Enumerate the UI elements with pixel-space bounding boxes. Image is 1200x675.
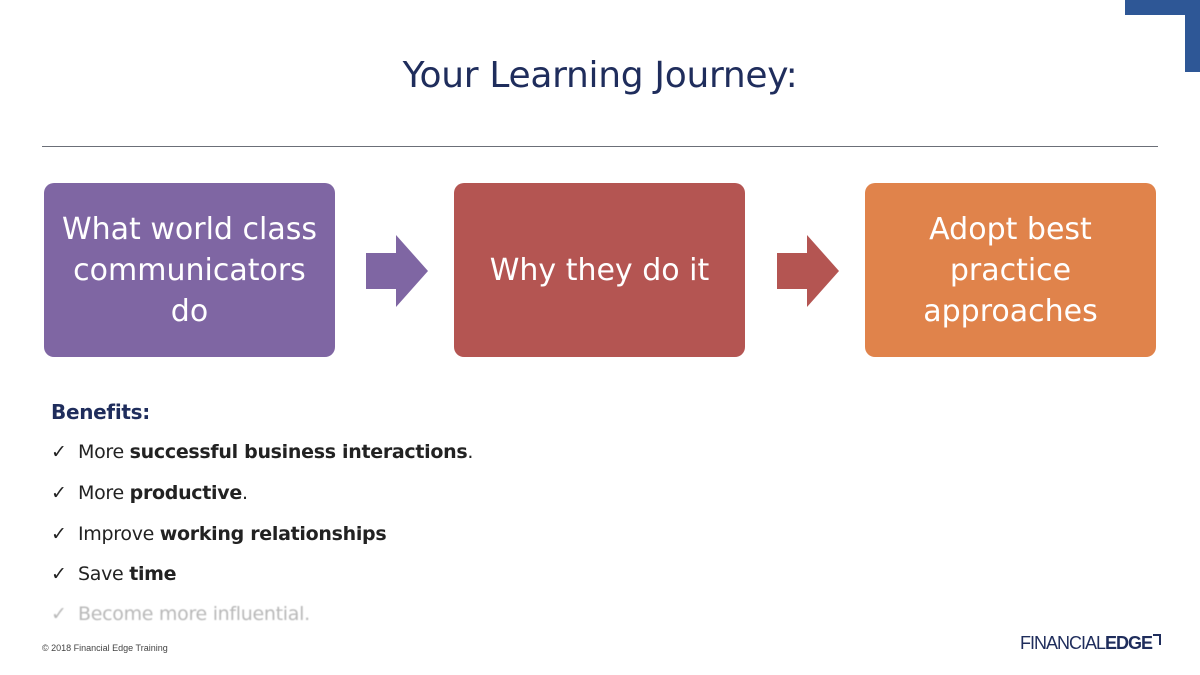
- step-1-line-1: What world class: [62, 211, 317, 247]
- benefit-text: Save: [78, 563, 130, 585]
- benefit-text: Improve: [78, 523, 160, 545]
- benefit-emphasis: successful business interactions: [129, 441, 468, 463]
- step-box-what: What world class communicators do: [44, 183, 335, 357]
- benefit-text: Become more influential.: [78, 603, 310, 625]
- benefits-heading: Benefits:: [51, 400, 150, 424]
- check-icon: ✓: [51, 482, 67, 504]
- benefit-emphasis: working relationships: [159, 523, 387, 545]
- step-3-line-1: Adopt best: [929, 211, 1092, 247]
- check-icon: ✓: [51, 523, 67, 545]
- step-3-line-2: practice: [949, 252, 1072, 288]
- arrow-right-icon: [777, 235, 839, 307]
- step-1-line-3: do: [170, 293, 209, 329]
- logo-text-bold: EDGE: [1105, 633, 1153, 653]
- title-divider: [42, 146, 1158, 147]
- benefit-emphasis: time: [129, 563, 177, 585]
- benefit-item: ✓ Save time: [51, 563, 177, 589]
- benefit-item: ✓ Improve working relationships: [51, 523, 387, 549]
- arrow-right-icon: [366, 235, 428, 307]
- financial-edge-logo: FINANCIALEDGE: [1020, 633, 1162, 654]
- copyright-notice: © 2018 Financial Edge Training: [42, 643, 168, 653]
- benefit-suffix: .: [467, 441, 474, 463]
- step-1-line-2: communicators: [73, 252, 306, 288]
- step-box-adopt: Adopt best practice approaches: [865, 183, 1156, 357]
- step-2-line-1: Why they do it: [489, 252, 710, 288]
- logo-text-light: FINANCIAL: [1020, 633, 1106, 653]
- benefit-suffix: .: [241, 482, 248, 504]
- corner-decoration: [1125, 0, 1200, 72]
- check-icon: ✓: [51, 563, 67, 585]
- benefit-text: More: [78, 441, 130, 463]
- benefit-item-faded: ✓ Become more influential.: [51, 603, 310, 629]
- benefit-item: ✓ More productive.: [51, 482, 248, 508]
- step-box-why: Why they do it: [454, 183, 745, 357]
- slide-title: Your Learning Journey:: [402, 55, 798, 96]
- benefit-emphasis: productive: [129, 482, 243, 504]
- check-icon: ✓: [51, 603, 67, 625]
- step-3-line-3: approaches: [923, 293, 1098, 329]
- benefit-text: More: [78, 482, 130, 504]
- benefit-item: ✓ More successful business interactions.: [51, 441, 473, 467]
- check-icon: ✓: [51, 441, 67, 463]
- logo-mark-icon: [1153, 634, 1162, 645]
